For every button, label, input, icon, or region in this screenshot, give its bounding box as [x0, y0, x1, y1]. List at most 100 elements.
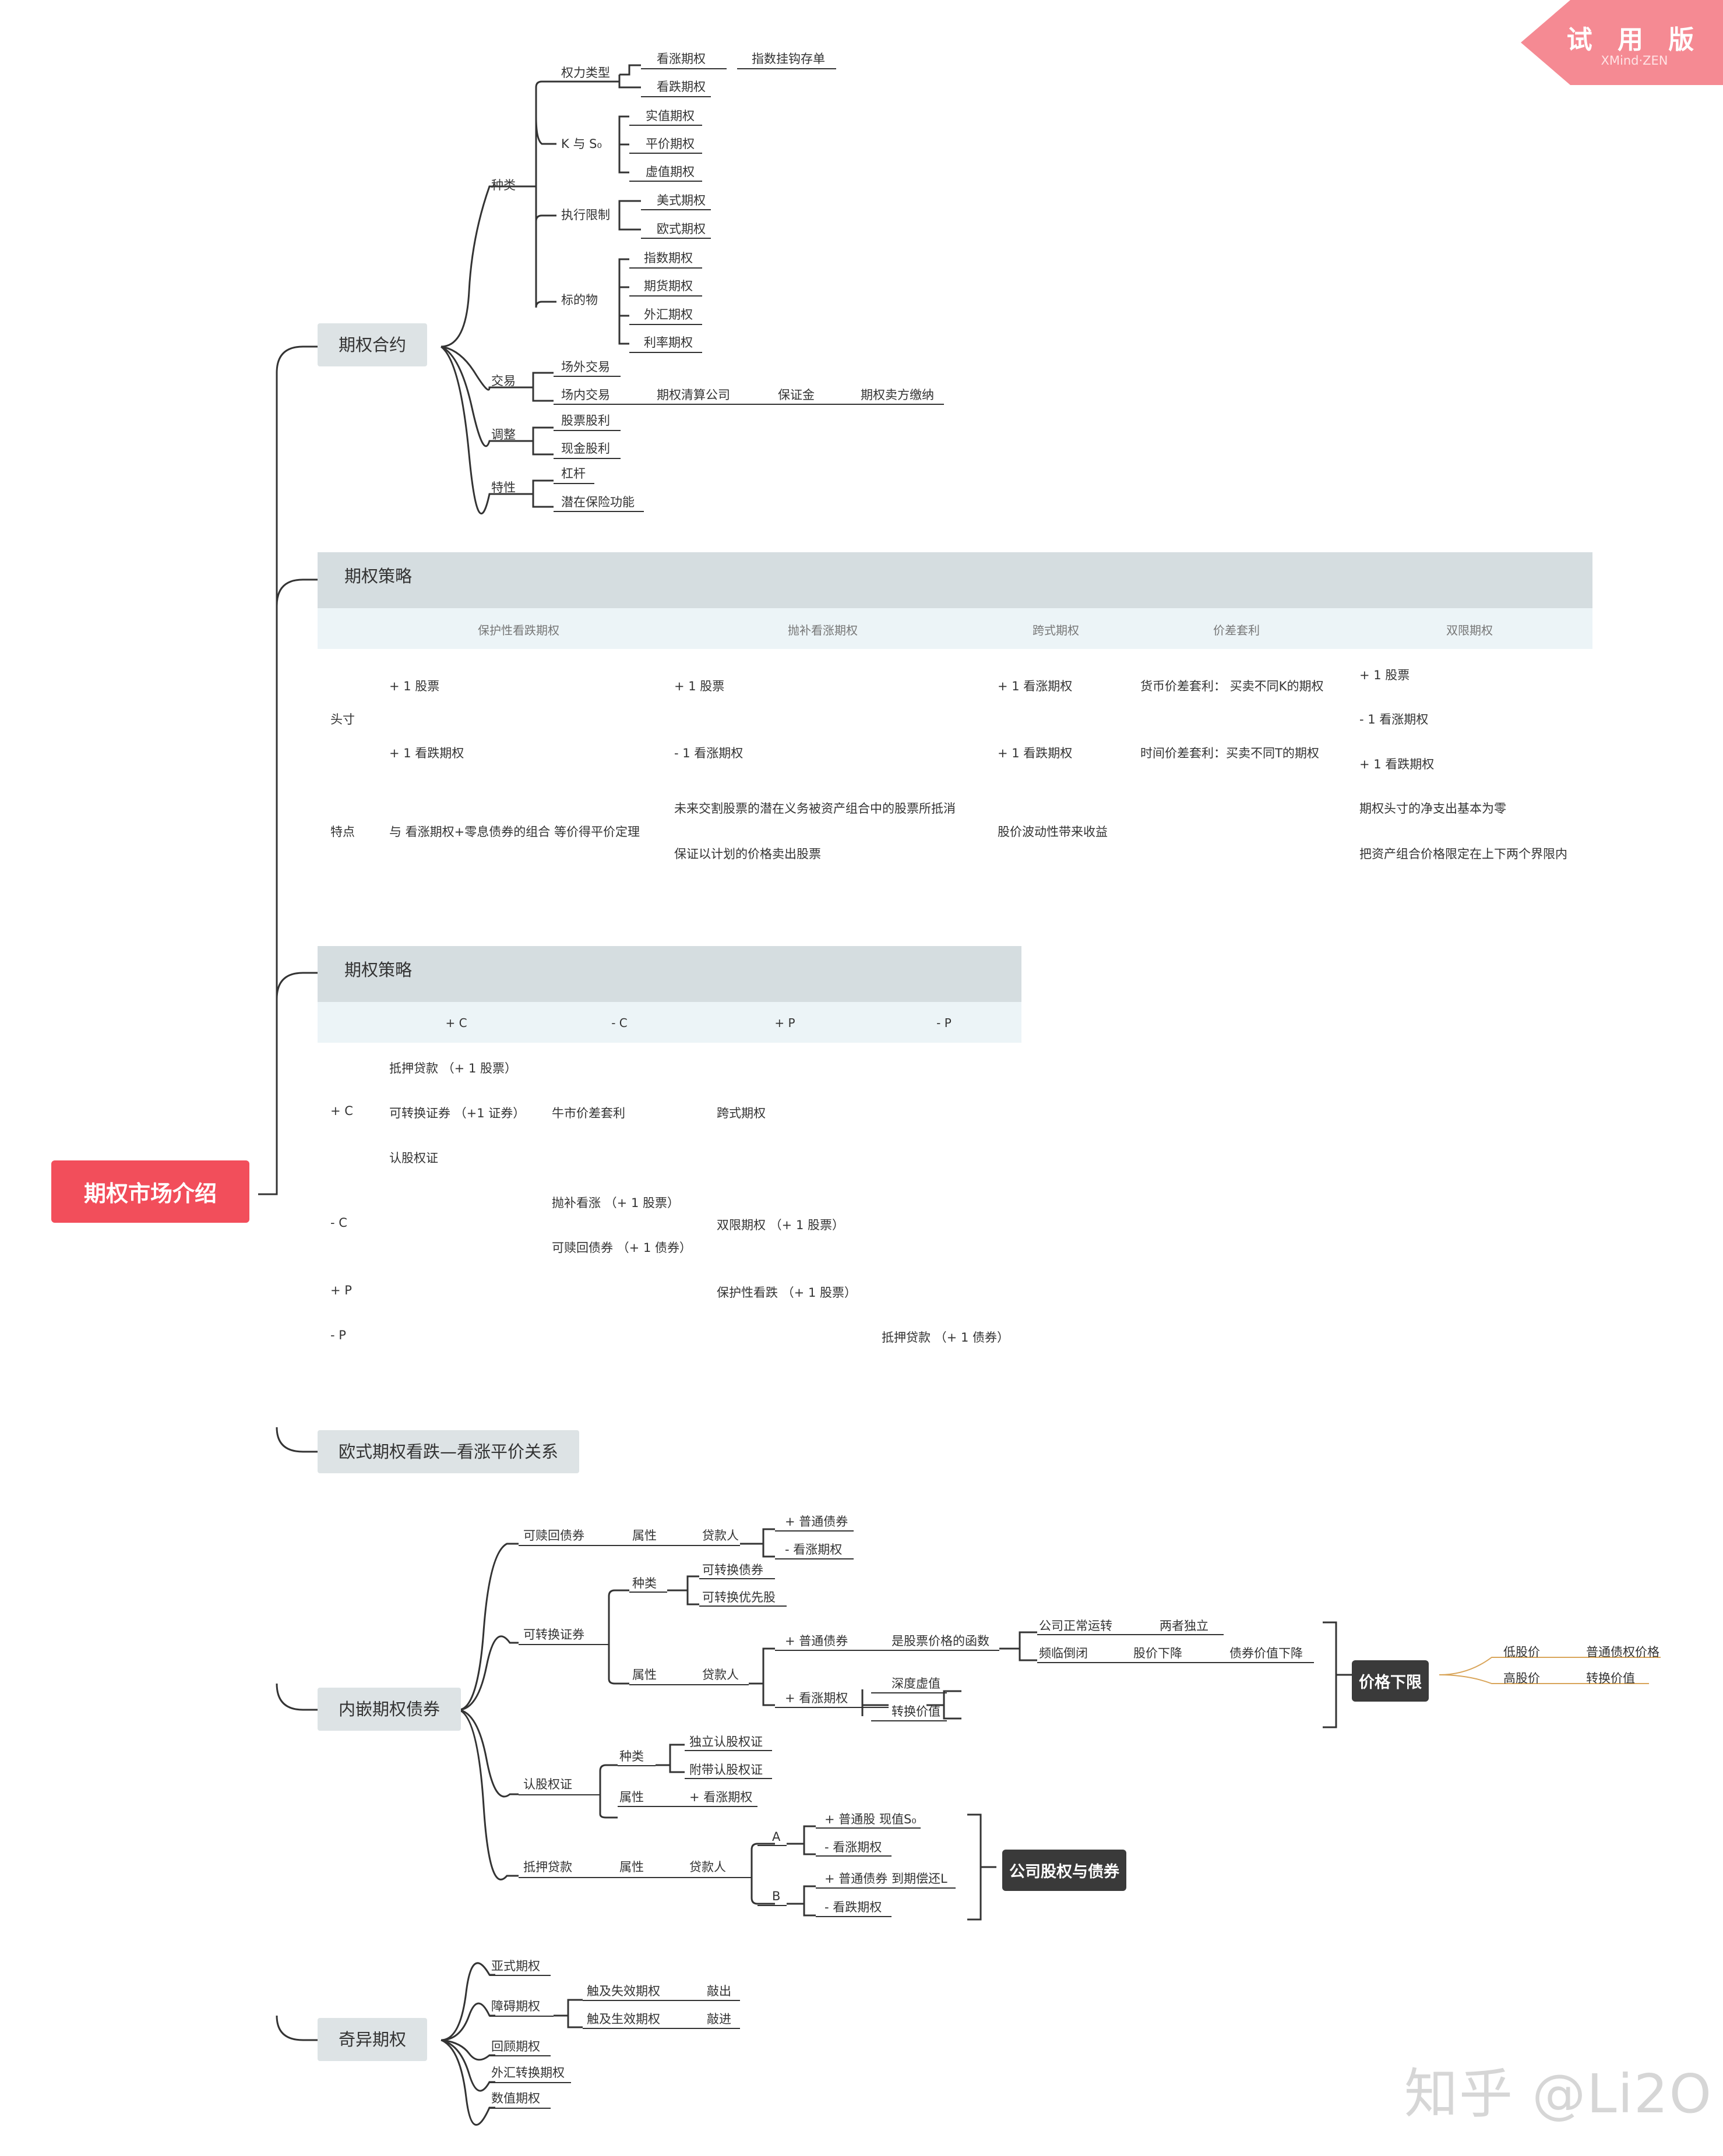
topic-convertible-preferred[interactable]: 可转换优先股 — [702, 1590, 776, 1604]
topic-kinds[interactable]: 种类 — [619, 1749, 644, 1763]
topic-asian[interactable]: 亚式期权 — [491, 1959, 540, 1973]
topic-otc[interactable]: 场外交易 — [561, 360, 610, 374]
topic-high-price[interactable]: 高股价 — [1503, 1671, 1540, 1685]
watermark: 知乎 @Li2O — [1404, 2063, 1713, 2125]
topic-price-down[interactable]: 股价下降 — [1133, 1646, 1182, 1660]
topic-index-option[interactable]: 指数期权 — [644, 251, 693, 265]
topic-minus-put[interactable]: - 看跌期权 — [824, 1900, 882, 1914]
topic-american[interactable]: 美式期权 — [657, 193, 706, 207]
topic-lender[interactable]: 贷款人 — [702, 1668, 739, 1682]
table1-title: 期权策略 — [318, 552, 1592, 608]
topic-occ[interactable]: 期权清算公司 — [657, 388, 730, 402]
topic-lookback[interactable]: 回顾期权 — [491, 2039, 540, 2053]
topic-convertible[interactable]: 可转换证券 — [523, 1628, 584, 1642]
topic-fx-option[interactable]: 外汇期权 — [644, 308, 693, 322]
topic-lender[interactable]: 贷款人 — [702, 1529, 739, 1543]
underline — [629, 1684, 749, 1685]
topic-knock-in-option[interactable]: 触及生效期权 — [587, 2012, 660, 2026]
table2-cell: 抵押贷款 （+ 1 股票） — [389, 1061, 517, 1075]
topic-features[interactable]: 特性 — [491, 481, 516, 495]
topic-digital[interactable]: 数值期权 — [491, 2091, 540, 2105]
topic-near-bankruptcy[interactable]: 频临倒闭 — [1039, 1646, 1088, 1660]
topic-plus-call[interactable]: + 看涨期权 — [785, 1691, 848, 1705]
topic-insurance[interactable]: 潜在保险功能 — [561, 495, 635, 509]
topic-put[interactable]: 看跌期权 — [657, 80, 706, 94]
branch-embedded-option-bonds[interactable]: 内嵌期权债券 — [318, 1688, 461, 1731]
topic-minus-call[interactable]: - 看涨期权 — [824, 1840, 882, 1854]
table1-cell: + 1 看跌期权 — [1359, 757, 1435, 771]
table1-cell: + 1 看跌期权 — [998, 746, 1073, 760]
topic-conv-value[interactable]: 转换价值 — [1586, 1671, 1635, 1685]
topic-bond-price[interactable]: 普通债权价格 — [1586, 1645, 1659, 1659]
topic-underlying[interactable]: 标的物 — [561, 293, 598, 307]
topic-bond-repay[interactable]: + 普通债券 到期偿还L — [824, 1872, 947, 1886]
topic-attribute[interactable]: 属性 — [632, 1668, 657, 1682]
topic-b[interactable]: B — [772, 1889, 781, 1903]
topic-mortgage[interactable]: 抵押贷款 — [523, 1860, 572, 1874]
topic-seller-pays[interactable]: 期权卖方缴纳 — [861, 388, 934, 402]
topic-trading[interactable]: 交易 — [491, 374, 516, 388]
topic-right-type[interactable]: 权力类型 — [561, 66, 610, 80]
topic-detachable-warrant[interactable]: 独立认股权证 — [689, 1735, 763, 1749]
topic-function-of-price[interactable]: 是股票价格的函数 — [892, 1634, 989, 1648]
topic-attribute[interactable]: 属性 — [632, 1529, 657, 1543]
topic-margin[interactable]: 保证金 — [778, 388, 815, 402]
topic-attached-warrant[interactable]: 附带认股权证 — [689, 1763, 763, 1777]
topic-attribute[interactable]: 属性 — [619, 1790, 644, 1804]
topic-otm[interactable]: 虚值期权 — [646, 165, 695, 179]
topic-call[interactable]: 看涨期权 — [657, 52, 706, 66]
topic-normal-operation[interactable]: 公司正常运转 — [1039, 1619, 1112, 1633]
topic-plus-call[interactable]: + 看涨期权 — [689, 1790, 753, 1804]
topic-plus-bond[interactable]: + 普通债券 — [785, 1634, 848, 1648]
branch-exotic-options[interactable]: 奇异期权 — [318, 2018, 428, 2061]
table2-row-long-put: + P — [330, 1283, 352, 1297]
topic-equity-and-bond[interactable]: 公司股权与债券 — [1002, 1850, 1126, 1891]
topic-futures-option[interactable]: 期货期权 — [644, 279, 693, 293]
topic-common-stock[interactable]: + 普通股 现值S₀ — [824, 1812, 917, 1826]
topic-price-floor[interactable]: 价格下限 — [1352, 1660, 1429, 1702]
topic-itm[interactable]: 实值期权 — [646, 109, 695, 123]
topic-cash-dividend[interactable]: 现金股利 — [561, 442, 610, 456]
topic-knock-out-option[interactable]: 触及失效期权 — [587, 1984, 660, 1998]
topic-warrant[interactable]: 认股权证 — [523, 1777, 572, 1791]
topic-convertible-bond[interactable]: 可转换债券 — [702, 1563, 763, 1577]
topic-lender[interactable]: 贷款人 — [689, 1860, 726, 1874]
topic-barrier[interactable]: 障碍期权 — [491, 1999, 540, 2013]
table1-col-spread: 价差套利 — [1213, 623, 1260, 637]
topic-independent[interactable]: 两者独立 — [1160, 1619, 1208, 1633]
branch-put-call-parity[interactable]: 欧式期权看跌—看涨平价关系 — [318, 1430, 580, 1473]
topic-european[interactable]: 欧式期权 — [657, 222, 706, 236]
topic-leverage[interactable]: 杠杆 — [561, 467, 586, 481]
underline — [554, 430, 621, 431]
topic-deep-otm[interactable]: 深度虚值 — [892, 1677, 940, 1691]
topic-kinds[interactable]: 种类 — [491, 178, 516, 192]
topic-kinds[interactable]: 种类 — [632, 1576, 657, 1590]
topic-minus-call[interactable]: - 看涨期权 — [785, 1543, 843, 1557]
topic-rate-option[interactable]: 利率期权 — [644, 336, 693, 350]
topic-adjust[interactable]: 调整 — [491, 428, 516, 442]
underline — [641, 96, 711, 97]
branch-option-contract[interactable]: 期权合约 — [318, 323, 428, 366]
topic-low-price[interactable]: 低股价 — [1503, 1645, 1540, 1659]
topic-bond-value-down[interactable]: 债券价值下降 — [1229, 1646, 1303, 1660]
topic-exchange[interactable]: 场内交易 — [561, 388, 610, 402]
topic-knock-out[interactable]: 敲出 — [707, 1984, 731, 1998]
topic-knock-in[interactable]: 敲进 — [707, 2012, 731, 2026]
topic-attribute[interactable]: 属性 — [619, 1860, 644, 1874]
topic-index-linked-cd[interactable]: 指数挂钩存单 — [752, 52, 825, 66]
underline — [489, 2055, 551, 2056]
topic-plus-bond[interactable]: + 普通债券 — [785, 1515, 848, 1529]
underline — [775, 1558, 854, 1559]
topic-k-s0[interactable]: K 与 S₀ — [561, 137, 602, 151]
topic-callable-bond[interactable]: 可赎回债券 — [523, 1529, 584, 1543]
topic-a[interactable]: A — [772, 1830, 781, 1844]
root-node[interactable]: 期权市场介绍 — [51, 1160, 250, 1223]
underline — [629, 1592, 667, 1593]
topic-atm[interactable]: 平价期权 — [646, 137, 695, 151]
table2-col-short-call: - C — [611, 1016, 628, 1030]
topic-exercise-limit[interactable]: 执行限制 — [561, 208, 610, 222]
topic-conversion-value[interactable]: 转换价值 — [892, 1705, 940, 1719]
table1-cell: - 1 看涨期权 — [674, 746, 744, 760]
topic-stock-dividend[interactable]: 股票股利 — [561, 414, 610, 428]
topic-fx-conversion[interactable]: 外汇转换期权 — [491, 2066, 565, 2080]
